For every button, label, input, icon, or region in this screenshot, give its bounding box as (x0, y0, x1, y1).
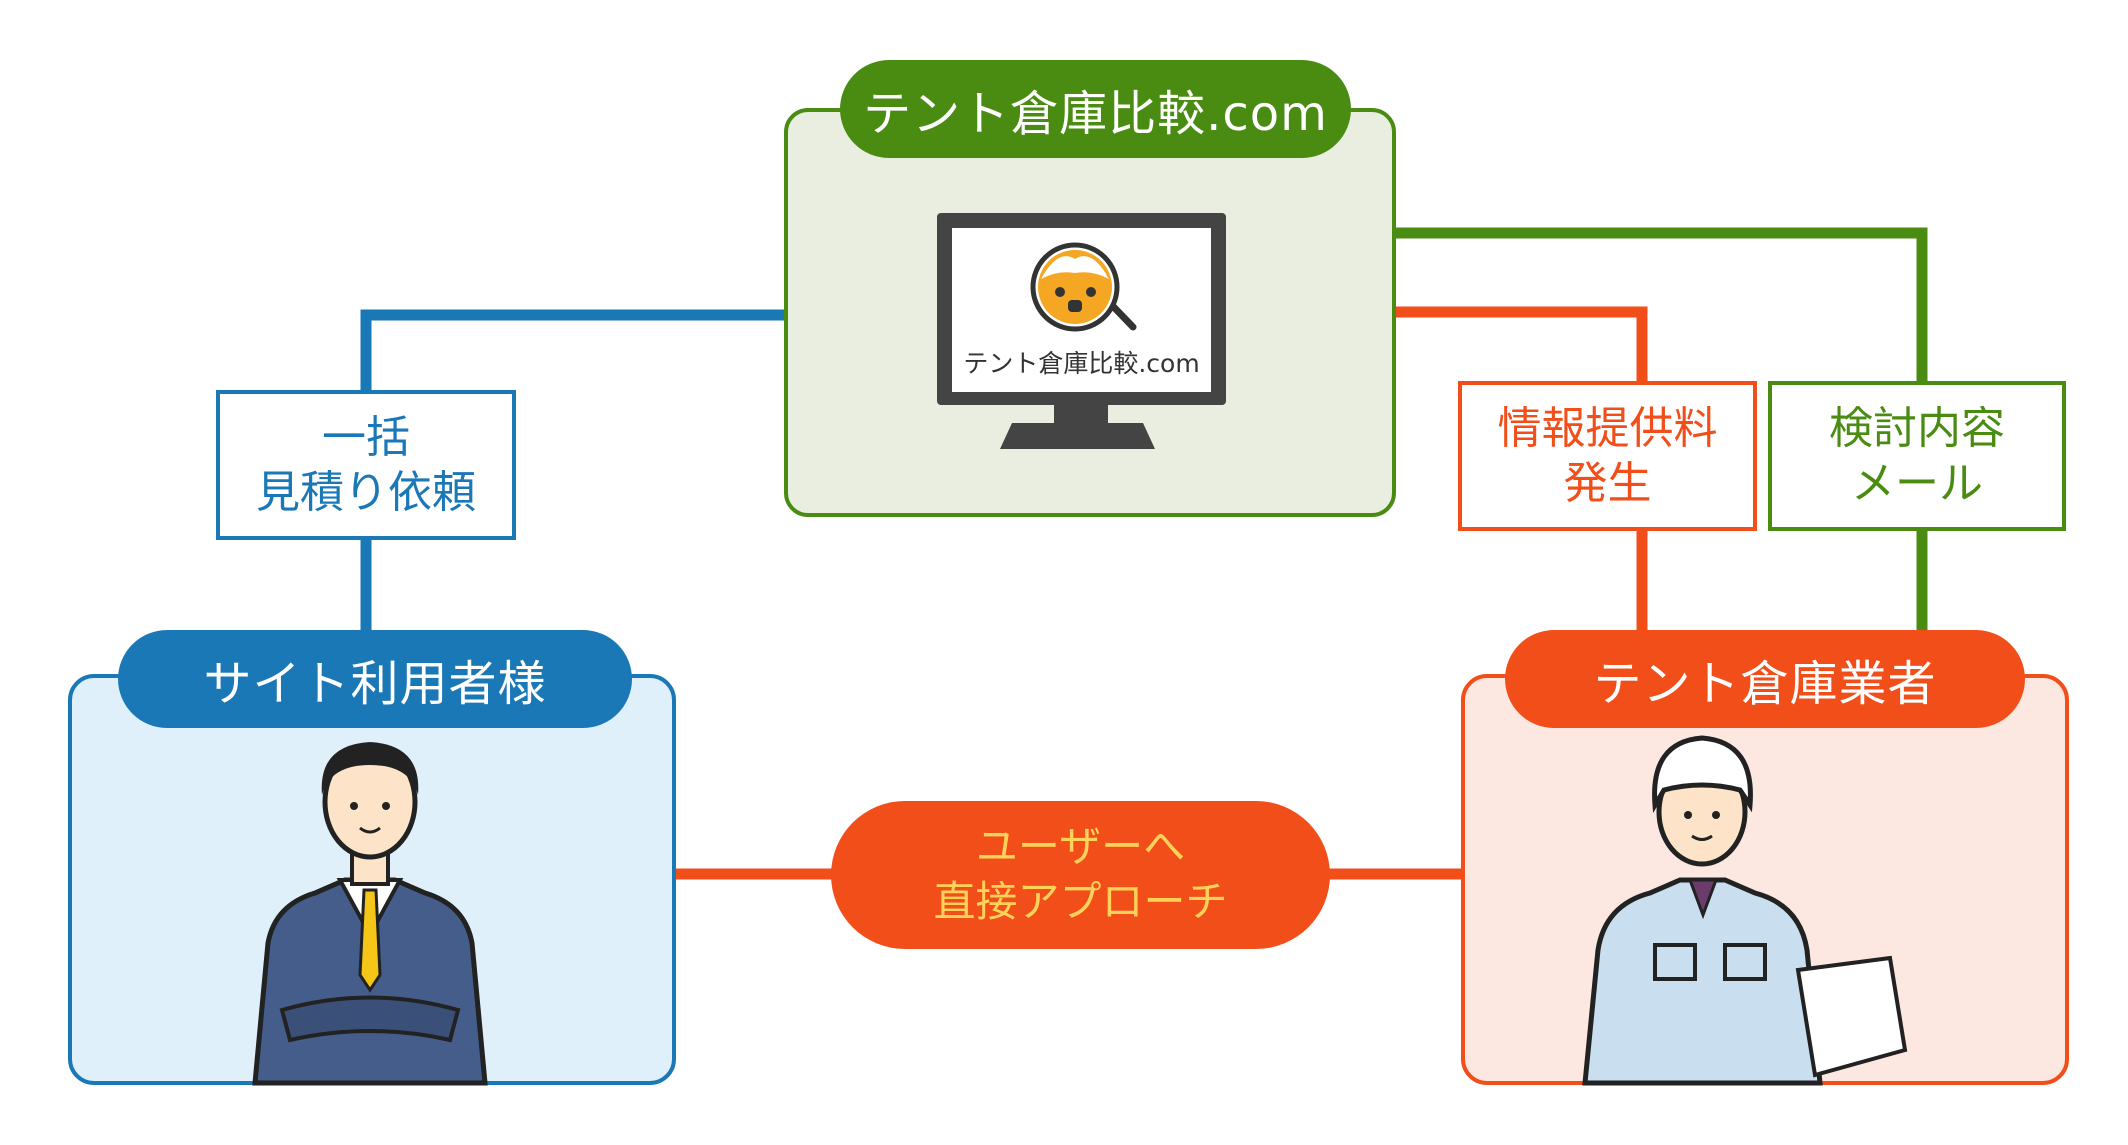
direct-approach-label: ユーザーへ 直接アプローチ (831, 801, 1330, 949)
direct-approach-line2: 直接アプローチ (933, 877, 1228, 926)
estimate-request-label: 一括 見積り依頼 (216, 390, 516, 540)
estimate-request-line1: 一括 (322, 412, 410, 463)
direct-approach-line1: ユーザーへ (975, 822, 1186, 872)
businessman-illustration (252, 742, 488, 1086)
vendor-title: テント倉庫業者 (1505, 630, 2025, 728)
monitor-icon (937, 213, 1226, 449)
site-title: テント倉庫比較.com (840, 60, 1351, 158)
email-label: 検討内容 メール (1768, 381, 2066, 531)
mascot-logo-icon (1030, 242, 1137, 332)
email-line1: 検討内容 (1829, 403, 2005, 454)
user-title: サイト利用者様 (118, 630, 632, 728)
fee-line2: 発生 (1563, 458, 1652, 509)
estimate-request-line2: 見積り依頼 (256, 467, 476, 518)
fee-line1: 情報提供料 (1497, 403, 1718, 454)
site-logo-text: テント倉庫比較.com (963, 349, 1200, 378)
construction-worker-illustration (1582, 735, 1908, 1086)
email-line2: メール (1851, 458, 1983, 509)
fee-label: 情報提供料 発生 (1458, 381, 1757, 531)
